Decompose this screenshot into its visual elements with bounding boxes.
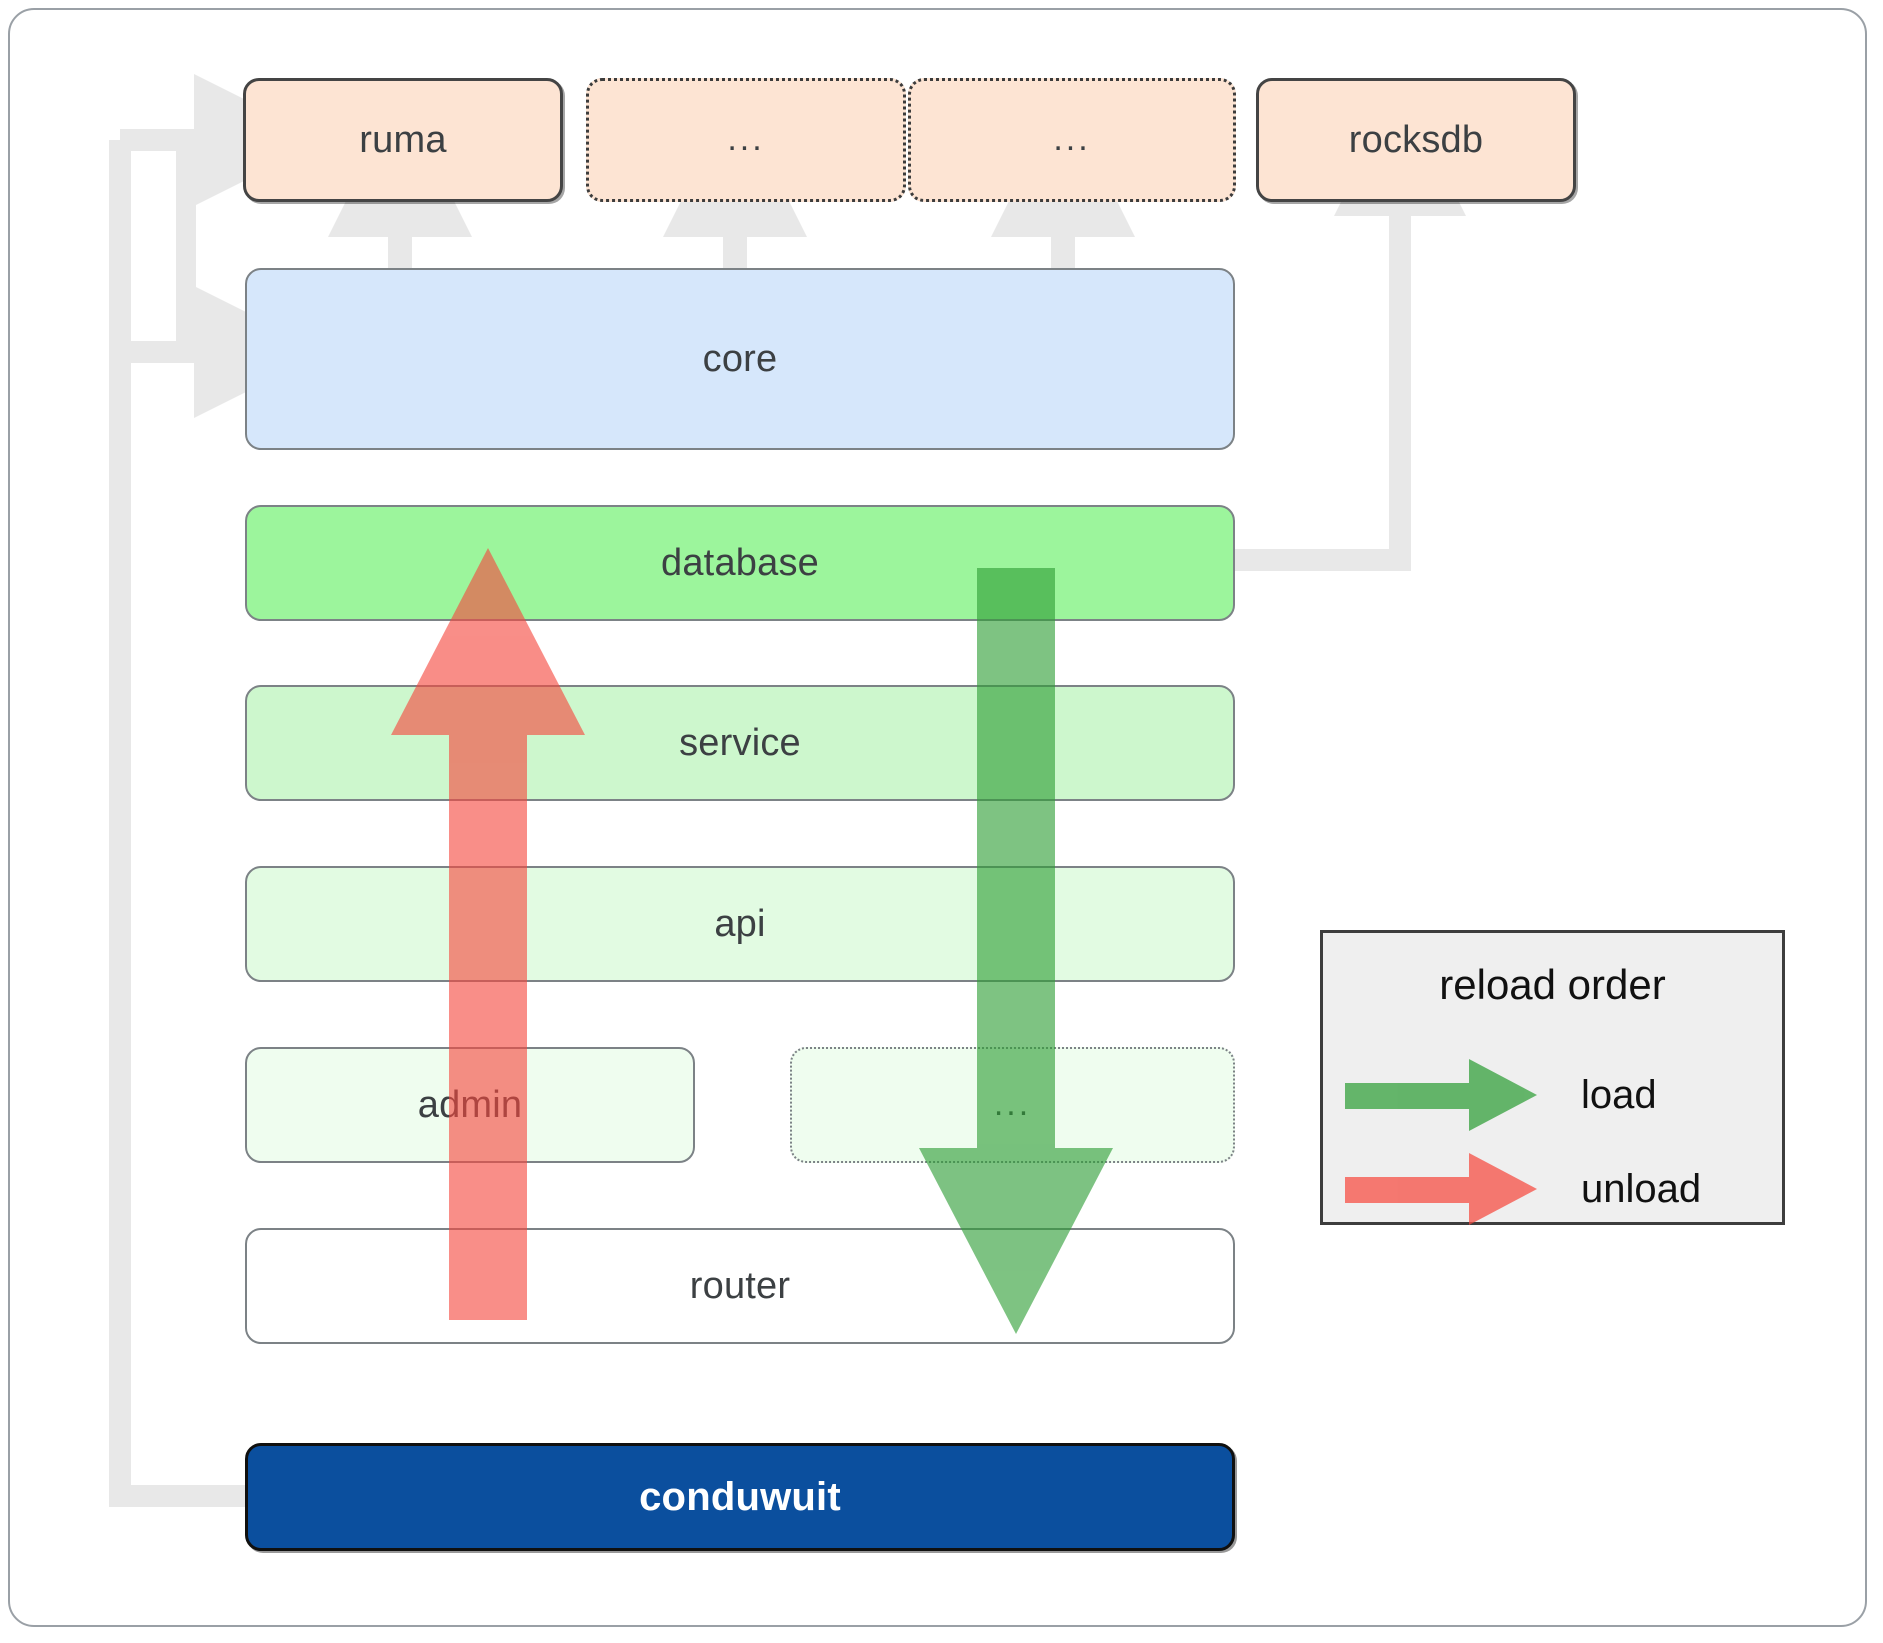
layer-label-core: core	[702, 337, 778, 380]
load-arrow-icon	[1345, 1059, 1537, 1131]
legend-row-unload: unload	[1345, 1149, 1775, 1229]
layer-box-api[interactable]: api	[245, 866, 1235, 982]
legend-panel: reload order load unload	[1320, 930, 1785, 1225]
application-label-conduwuit: conduwuit	[639, 1474, 841, 1519]
dependency-label-placeholder-a: ...	[727, 120, 765, 159]
legend-label-load: load	[1581, 1072, 1657, 1117]
layer-label-admin: admin	[417, 1083, 523, 1126]
layer-label-service: service	[679, 721, 801, 764]
unload-arrow-icon	[1345, 1153, 1537, 1225]
dependency-label-placeholder-b: ...	[1053, 120, 1091, 159]
layer-label-router: router	[689, 1264, 791, 1307]
dependency-label-ruma: ruma	[359, 118, 447, 161]
dependency-box-placeholder-b[interactable]: ...	[908, 78, 1236, 202]
layer-label-api: api	[714, 902, 766, 945]
layer-box-service[interactable]: service	[245, 685, 1235, 801]
dependency-box-ruma[interactable]: ruma	[243, 78, 563, 202]
legend-title: reload order	[1439, 961, 1666, 1008]
diagram-frame	[8, 8, 1867, 1627]
layer-box-core[interactable]: core	[245, 268, 1235, 450]
dependency-label-rocksdb: rocksdb	[1348, 118, 1484, 161]
dependency-box-rocksdb[interactable]: rocksdb	[1256, 78, 1576, 202]
layer-box-extra[interactable]: ...	[790, 1047, 1235, 1163]
dependency-box-placeholder-a[interactable]: ...	[586, 78, 906, 202]
application-box-conduwuit[interactable]: conduwuit	[245, 1443, 1235, 1551]
legend-row-load: load	[1345, 1055, 1775, 1135]
legend-label-unload: unload	[1581, 1166, 1702, 1211]
layer-label-database: database	[661, 541, 819, 584]
layer-label-extra: ...	[993, 1085, 1032, 1124]
layer-box-admin[interactable]: admin	[245, 1047, 695, 1163]
layer-box-router[interactable]: router	[245, 1228, 1235, 1344]
layer-box-database[interactable]: database	[245, 505, 1235, 621]
